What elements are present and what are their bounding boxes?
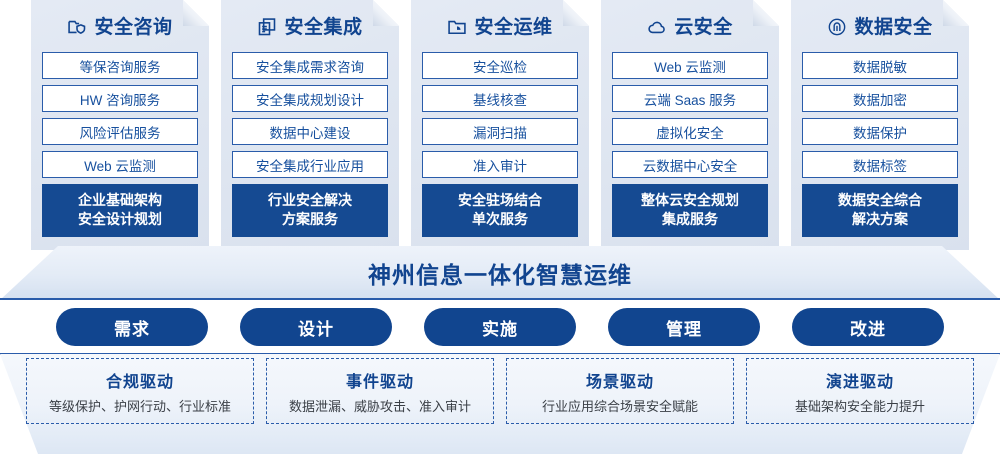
card-item[interactable]: 数据中心建设 xyxy=(232,118,388,145)
card-item[interactable]: 数据标签 xyxy=(802,151,958,178)
card-item[interactable]: 安全集成规划设计 xyxy=(232,85,388,112)
card-item[interactable]: 风险评估服务 xyxy=(42,118,198,145)
card-item-list: 安全巡检 基线核查 漏洞扫描 准入审计 xyxy=(422,52,578,178)
lifecycle-pill-design[interactable]: 设计 xyxy=(240,308,392,346)
lifecycle-pill-improvement[interactable]: 改进 xyxy=(792,308,944,346)
card-title: 安全集成 xyxy=(284,16,363,38)
card-title: 安全咨询 xyxy=(94,16,173,38)
platform-banner: 神州信息一体化智慧运维 xyxy=(0,246,1000,300)
platform-banner-title: 神州信息一体化智慧运维 xyxy=(368,262,632,288)
driver-description: 等级保护、护网行动、行业标准 xyxy=(48,398,231,414)
stacked-documents-icon xyxy=(257,17,277,37)
lifecycle-pill-management[interactable]: 管理 xyxy=(608,308,760,346)
cloud-icon xyxy=(647,17,667,37)
card-item[interactable]: 虚拟化安全 xyxy=(612,118,768,145)
driver-card-incident[interactable]: 事件驱动 数据泄漏、威胁攻击、准入审计 xyxy=(266,358,494,424)
card-item[interactable]: 数据脱敏 xyxy=(802,52,958,79)
card-corner-fold xyxy=(183,0,209,26)
driver-title: 演进驱动 xyxy=(825,373,894,391)
card-item[interactable]: 安全集成需求咨询 xyxy=(232,52,388,79)
service-card-security-consulting[interactable]: 安全咨询 等保咨询服务 HW 咨询服务 风险评估服务 Web 云监测 企业基础架… xyxy=(31,0,209,250)
card-footer-highlight[interactable]: 整体云安全规划 集成服务 xyxy=(612,184,768,237)
driver-title: 场景驱动 xyxy=(585,373,654,391)
folder-chart-icon xyxy=(447,17,467,37)
lifecycle-pill-implementation[interactable]: 实施 xyxy=(424,308,576,346)
driver-card-scenario[interactable]: 场景驱动 行业应用综合场景安全赋能 xyxy=(506,358,734,424)
service-cards-row: 安全咨询 等保咨询服务 HW 咨询服务 风险评估服务 Web 云监测 企业基础架… xyxy=(0,0,1000,250)
card-item[interactable]: 数据加密 xyxy=(802,85,958,112)
fingerprint-icon xyxy=(827,17,847,37)
driver-description: 基础架构安全能力提升 xyxy=(794,398,925,414)
card-item[interactable]: 云数据中心安全 xyxy=(612,151,768,178)
card-header: 云安全 xyxy=(612,10,768,44)
card-item[interactable]: Web 云监测 xyxy=(612,52,768,79)
card-item[interactable]: 准入审计 xyxy=(422,151,578,178)
card-item[interactable]: 等保咨询服务 xyxy=(42,52,198,79)
card-corner-fold xyxy=(373,0,399,26)
card-footer-highlight[interactable]: 数据安全综合 解决方案 xyxy=(802,184,958,237)
card-item[interactable]: 基线核查 xyxy=(422,85,578,112)
card-item[interactable]: 数据保护 xyxy=(802,118,958,145)
folder-shield-icon xyxy=(67,17,87,37)
card-item[interactable]: HW 咨询服务 xyxy=(42,85,198,112)
card-item[interactable]: 漏洞扫描 xyxy=(422,118,578,145)
card-item-list: 数据脱敏 数据加密 数据保护 数据标签 xyxy=(802,52,958,178)
driver-card-compliance[interactable]: 合规驱动 等级保护、护网行动、行业标准 xyxy=(26,358,254,424)
card-title: 安全运维 xyxy=(474,16,553,38)
card-footer-highlight[interactable]: 企业基础架构 安全设计规划 xyxy=(42,184,198,237)
service-card-security-operations[interactable]: 安全运维 安全巡检 基线核查 漏洞扫描 准入审计 安全驻场结合 单次服务 xyxy=(411,0,589,250)
card-item-list: 等保咨询服务 HW 咨询服务 风险评估服务 Web 云监测 xyxy=(42,52,198,178)
driver-title: 事件驱动 xyxy=(345,373,414,391)
card-item-list: 安全集成需求咨询 安全集成规划设计 数据中心建设 安全集成行业应用 xyxy=(232,52,388,178)
card-item[interactable]: 安全集成行业应用 xyxy=(232,151,388,178)
service-card-cloud-security[interactable]: 云安全 Web 云监测 云端 Saas 服务 虚拟化安全 云数据中心安全 整体云… xyxy=(601,0,779,250)
card-footer-highlight[interactable]: 行业安全解决 方案服务 xyxy=(232,184,388,237)
card-header: 安全咨询 xyxy=(42,10,198,44)
card-corner-fold xyxy=(563,0,589,26)
card-footer-highlight[interactable]: 安全驻场结合 单次服务 xyxy=(422,184,578,237)
card-title: 数据安全 xyxy=(854,16,933,38)
drivers-row: 合规驱动 等级保护、护网行动、行业标准 事件驱动 数据泄漏、威胁攻击、准入审计 … xyxy=(0,358,1000,424)
service-card-security-integration[interactable]: 安全集成 安全集成需求咨询 安全集成规划设计 数据中心建设 安全集成行业应用 行… xyxy=(221,0,399,250)
driver-title: 合规驱动 xyxy=(105,373,174,391)
drivers-band xyxy=(0,354,1000,454)
card-header: 数据安全 xyxy=(802,10,958,44)
card-corner-fold xyxy=(753,0,779,26)
banner-divider xyxy=(0,298,1000,300)
card-corner-fold xyxy=(943,0,969,26)
lifecycle-pill-requirement[interactable]: 需求 xyxy=(56,308,208,346)
card-header: 安全集成 xyxy=(232,10,388,44)
driver-description: 行业应用综合场景安全赋能 xyxy=(541,398,698,414)
card-item[interactable]: 安全巡检 xyxy=(422,52,578,79)
driver-card-evolution[interactable]: 演进驱动 基础架构安全能力提升 xyxy=(746,358,974,424)
card-item[interactable]: Web 云监测 xyxy=(42,151,198,178)
card-header: 安全运维 xyxy=(422,10,578,44)
card-item-list: Web 云监测 云端 Saas 服务 虚拟化安全 云数据中心安全 xyxy=(612,52,768,178)
driver-description: 数据泄漏、威胁攻击、准入审计 xyxy=(288,398,471,414)
lifecycle-pill-row: 需求 设计 实施 管理 改进 xyxy=(0,308,1000,350)
card-title: 云安全 xyxy=(674,16,733,38)
card-item[interactable]: 云端 Saas 服务 xyxy=(612,85,768,112)
service-card-data-security[interactable]: 数据安全 数据脱敏 数据加密 数据保护 数据标签 数据安全综合 解决方案 xyxy=(791,0,969,250)
